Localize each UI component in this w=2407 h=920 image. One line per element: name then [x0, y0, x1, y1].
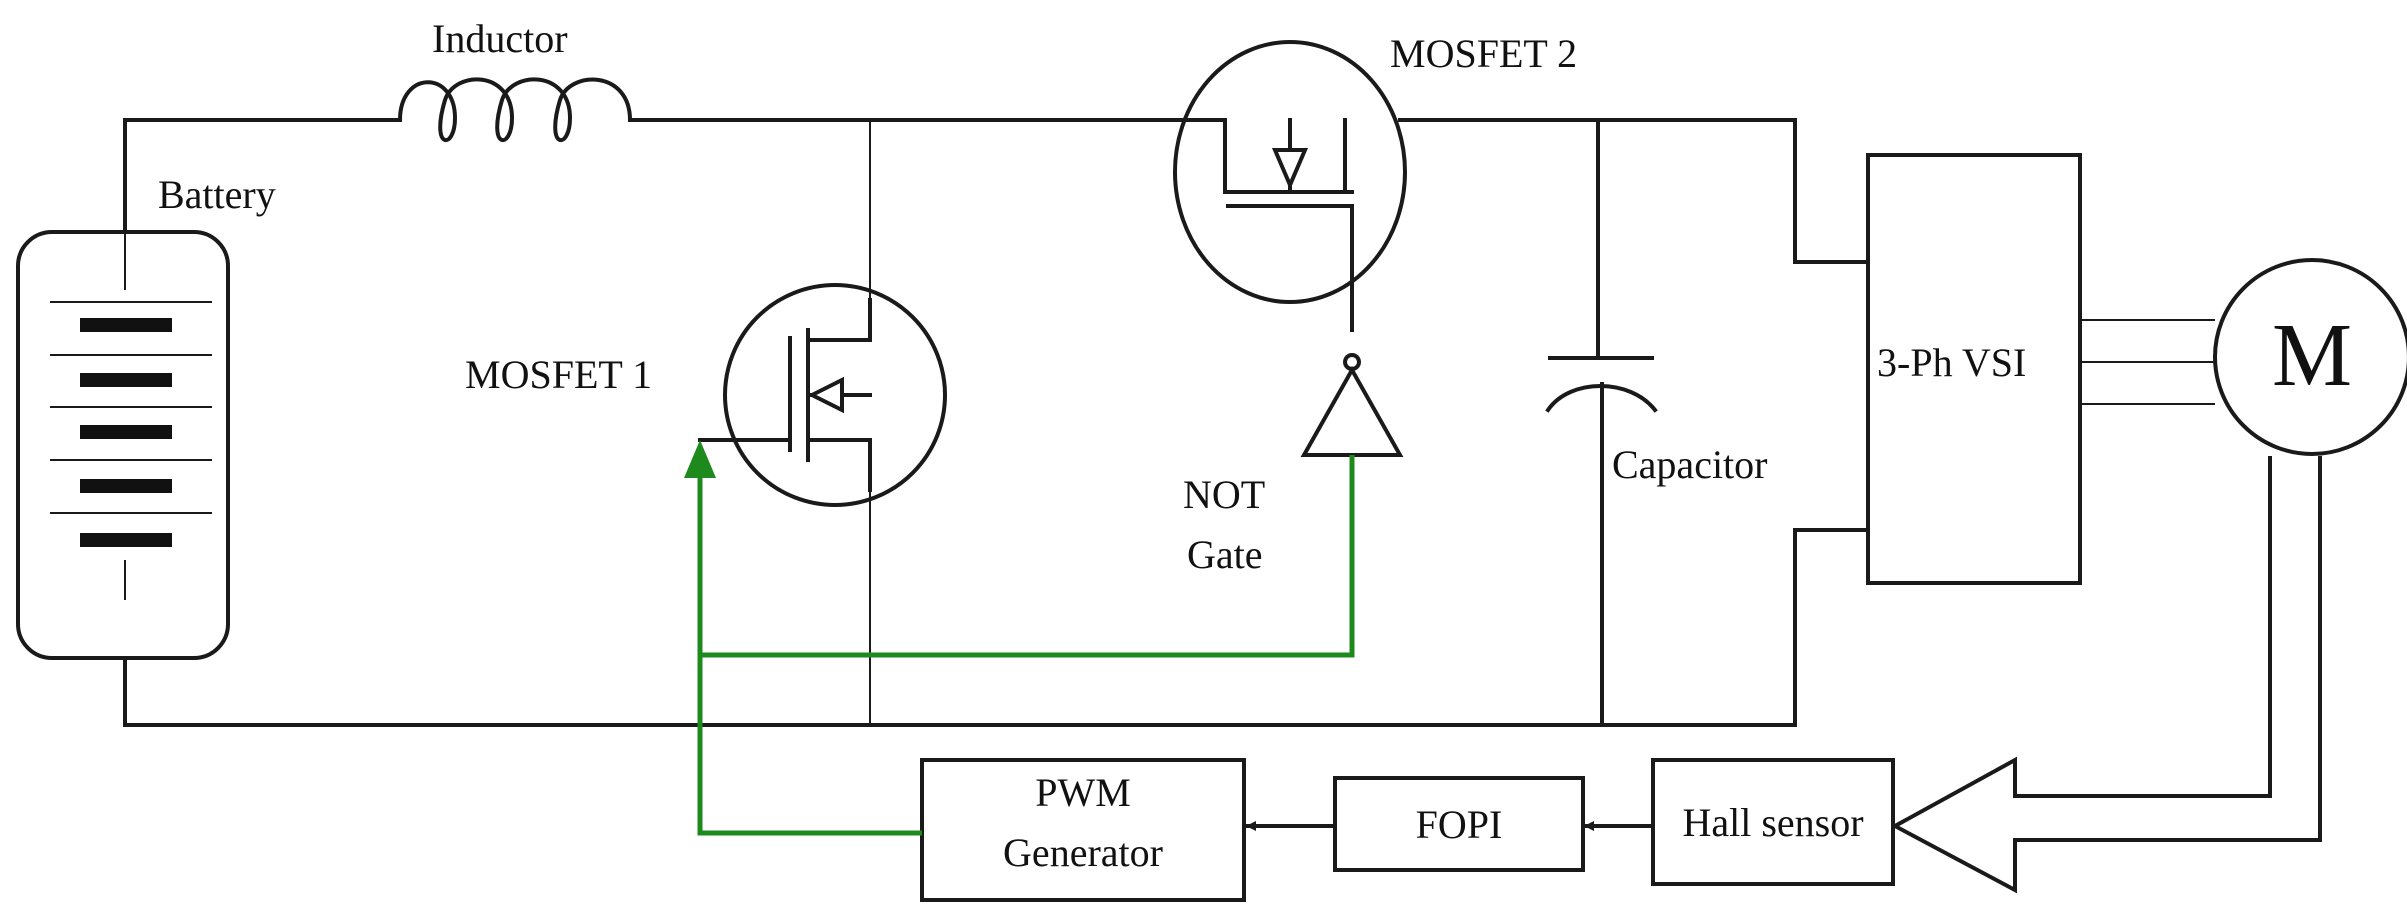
pwm-label-line1: PWM — [1035, 770, 1131, 815]
battery-label: Battery — [158, 172, 276, 217]
not-gate-symbol — [1300, 353, 1404, 457]
three-phase-lines — [2080, 319, 2215, 405]
fopi-label: FOPI — [1416, 802, 1503, 847]
hall-sensor-label: Hall sensor — [1682, 800, 1863, 845]
inductor-label: Inductor — [432, 16, 568, 61]
inductor-symbol — [397, 77, 633, 143]
battery-symbol — [16, 230, 230, 660]
mosfet2-label: MOSFET 2 — [1390, 31, 1577, 76]
capacitor-label: Capacitor — [1612, 442, 1768, 487]
hall-sensor-block — [1651, 758, 1895, 886]
capacitor-symbol — [1545, 118, 1658, 727]
pwm-gate-signal — [684, 440, 1355, 836]
pwm-generator-block — [920, 758, 1246, 902]
mosfet1-symbol — [698, 120, 947, 725]
fopi-block — [1333, 776, 1585, 872]
motor-symbol — [2213, 258, 2407, 456]
motor-label: M — [2272, 306, 2352, 405]
mosfet2-symbol — [1173, 40, 1407, 332]
not-gate-label-line1: NOT — [1183, 472, 1265, 517]
not-gate-label-line2: Gate — [1187, 532, 1263, 577]
pwm-label-line2: Generator — [1003, 830, 1163, 875]
vsi-block — [1793, 118, 2082, 727]
vsi-label: 3-Ph VSI — [1877, 340, 2026, 385]
mosfet1-label: MOSFET 1 — [465, 352, 652, 397]
